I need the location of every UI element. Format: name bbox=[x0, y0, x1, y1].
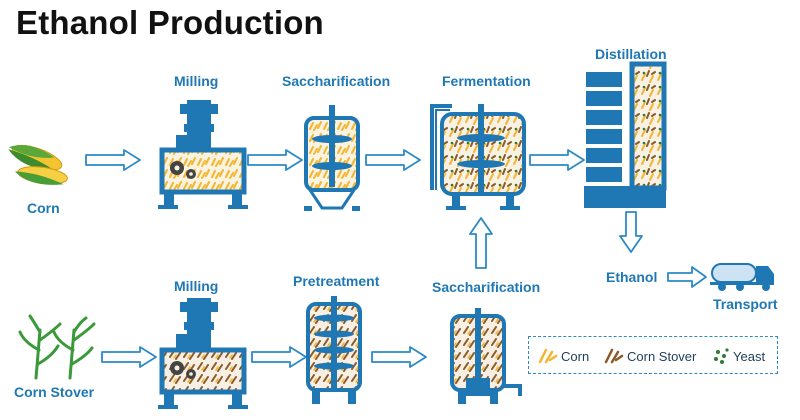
arrow-fermentation-to-distillation bbox=[529, 149, 585, 171]
milling-machine-top bbox=[158, 100, 248, 209]
pretreatment-tank bbox=[306, 296, 362, 404]
distillation-column bbox=[584, 61, 667, 208]
tanker-truck-icon bbox=[710, 263, 774, 291]
fermentation-tank bbox=[430, 104, 526, 210]
arrow-saccharification-to-fermentation-up bbox=[469, 217, 493, 269]
saccharification-bottom-label: Saccharification bbox=[432, 279, 541, 295]
milling-bottom-label: Milling bbox=[174, 278, 219, 294]
ethanol-label: Ethanol bbox=[606, 269, 658, 285]
arrow-distillation-to-ethanol bbox=[619, 211, 643, 253]
arrow-ethanol-to-transport bbox=[667, 266, 707, 288]
corn-cob-icon bbox=[8, 144, 68, 185]
arrow-saccharification-to-fermentation bbox=[365, 149, 421, 171]
pretreatment-label: Pretreatment bbox=[293, 273, 380, 289]
arrow-milling-to-saccharification bbox=[247, 149, 303, 171]
legend-yeast-icon bbox=[714, 348, 729, 364]
saccharification-tank-top bbox=[304, 105, 360, 211]
transport-label: Transport bbox=[713, 296, 778, 312]
distillation-label: Distillation bbox=[595, 46, 667, 62]
legend-corn-text: Corn bbox=[561, 349, 590, 364]
diagram-title: Ethanol Production bbox=[16, 4, 324, 41]
corn-stover-label: Corn Stover bbox=[14, 384, 95, 400]
legend-corn-icon bbox=[538, 348, 558, 364]
gear-icon bbox=[170, 161, 196, 179]
arrow-pretreatment-to-saccharification bbox=[371, 346, 427, 368]
milling-machine-bottom bbox=[158, 298, 248, 409]
saccharification-top-label: Saccharification bbox=[282, 73, 391, 89]
fermentation-label: Fermentation bbox=[442, 73, 531, 89]
legend-yeast-text: Yeast bbox=[733, 349, 766, 364]
saccharification-tank-bottom bbox=[450, 308, 522, 404]
legend: Corn Corn Stover Yeast bbox=[528, 336, 778, 374]
arrow-stover-to-milling bbox=[101, 346, 157, 368]
arrow-milling-to-pretreatment bbox=[251, 346, 307, 368]
arrow-corn-to-milling bbox=[85, 149, 141, 171]
corn-stover-plant-icon bbox=[18, 314, 96, 380]
legend-corn-stover-text: Corn Stover bbox=[627, 349, 697, 364]
gear-icon bbox=[170, 361, 196, 379]
corn-label: Corn bbox=[27, 200, 60, 216]
milling-top-label: Milling bbox=[174, 73, 219, 89]
legend-corn-stover-icon bbox=[604, 348, 624, 364]
